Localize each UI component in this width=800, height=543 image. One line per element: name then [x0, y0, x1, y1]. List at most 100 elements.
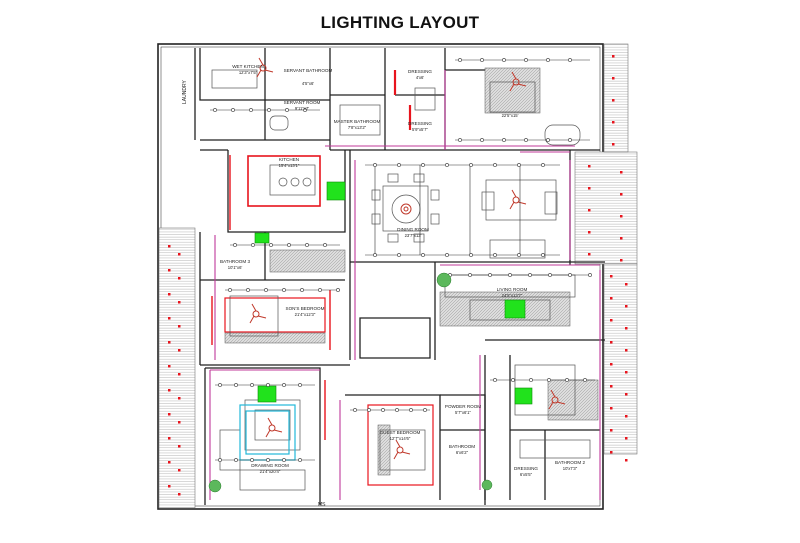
deck-light-icon: [625, 283, 628, 286]
spot-light-icon: [300, 288, 304, 292]
deck-light-icon: [625, 437, 628, 440]
spot-light-icon: [502, 138, 506, 142]
room-dim: 12'3"x7'5": [239, 70, 258, 75]
deck-light-icon: [610, 319, 613, 322]
deck-light-icon: [178, 277, 181, 280]
spot-light-icon: [445, 253, 449, 257]
room-dim: 6'x6'2": [456, 450, 469, 455]
fan-icon: [509, 71, 527, 92]
room-name: SON'S BEDROOM: [286, 306, 325, 311]
spot-light-icon: [282, 458, 286, 462]
spot-light-icon: [298, 383, 302, 387]
fan-icon: [548, 389, 566, 410]
room-dim: 10'1"x6': [228, 265, 243, 270]
room-dim: 7'8"x13'2": [348, 125, 367, 130]
spot-light-icon: [323, 243, 327, 247]
deck-light-icon: [620, 193, 623, 196]
deck-light-icon: [620, 171, 623, 174]
deck-light-icon: [588, 253, 591, 256]
spot-light-icon: [305, 243, 309, 247]
spot-light-icon: [267, 108, 271, 112]
deck-light-icon: [168, 413, 171, 416]
spot-light-icon: [397, 163, 401, 167]
deck-light-icon: [168, 317, 171, 320]
spot-light-icon: [511, 378, 515, 382]
cove-light: [239, 404, 296, 461]
spot-light-icon: [285, 108, 289, 112]
spot-light-icon: [381, 408, 385, 412]
room-name: BATHROOM 3: [220, 259, 250, 264]
deck-light-icon: [178, 349, 181, 352]
room-name: MASTER BATHROOM: [334, 119, 381, 124]
spot-light-icon: [546, 58, 550, 62]
spot-light-icon: [353, 408, 357, 412]
deck-light-icon: [612, 121, 615, 124]
deck-light-icon: [168, 245, 171, 248]
room-name: BATHROOM: [449, 444, 475, 449]
spot-light-icon: [493, 163, 497, 167]
spot-light-icon: [445, 163, 449, 167]
deck-light-icon: [620, 259, 623, 262]
fan-icon: [400, 203, 412, 215]
deck-light-icon: [178, 445, 181, 448]
room-dim: 5'9"x5'7": [412, 127, 428, 132]
spot-light-icon: [583, 378, 587, 382]
spot-light-icon: [568, 273, 572, 277]
deck-light-icon: [625, 415, 628, 418]
spot-light-icon: [250, 458, 254, 462]
room-name: KITCHEN: [279, 157, 299, 162]
spot-light-icon: [298, 458, 302, 462]
spot-light-icon: [249, 108, 253, 112]
spot-light-icon: [480, 58, 484, 62]
deck-light-icon: [612, 143, 615, 146]
room-name: BATHROOM 2: [555, 460, 585, 465]
track-lighting: [209, 70, 601, 500]
room-name: SERVANT BATHROOM: [284, 68, 333, 73]
deck-light-icon: [620, 237, 623, 240]
spot-light-icon: [480, 138, 484, 142]
room-dim: 4'x6': [416, 75, 425, 80]
spot-light-icon: [409, 408, 413, 412]
spot-light-icon: [517, 163, 521, 167]
spot-light-icon: [282, 288, 286, 292]
room-name: GUEST BEDROOM: [380, 430, 421, 435]
deck-light-icon: [610, 297, 613, 300]
spot-light-icon: [524, 58, 528, 62]
deck-light-icon: [625, 371, 628, 374]
spot-light-icon: [228, 288, 232, 292]
deck-light-icon: [178, 373, 181, 376]
deck-light-icon: [612, 55, 615, 58]
light-profiles: [211, 70, 434, 486]
deck-light-icon: [610, 451, 613, 454]
deck-light-icon: [610, 363, 613, 366]
spot-light-icon: [588, 273, 592, 277]
spot-light-icon: [246, 288, 250, 292]
room-labels: WET KITCHEN 12'3"x7'5" SERVANT BATHROOM …: [182, 64, 585, 508]
deck-light-icon: [168, 437, 171, 440]
spot-light-icon: [287, 243, 291, 247]
deck-light-icon: [610, 275, 613, 278]
deck-light-icon: [625, 305, 628, 308]
deck-light-icon: [178, 253, 181, 256]
fan-icon: [509, 189, 527, 210]
deck-light-icon: [168, 389, 171, 392]
plants: [208, 272, 493, 493]
room-dim: 5'7"x6'1": [455, 410, 471, 415]
deck-light-icon: [625, 349, 628, 352]
room-dim: 22'5"x15': [502, 113, 519, 118]
room-dim: 23'7"x13': [405, 233, 422, 238]
spot-light-icon: [565, 378, 569, 382]
spot-light-icon: [469, 253, 473, 257]
deck-light-icon: [168, 269, 171, 272]
deck-light-icon: [168, 341, 171, 344]
spot-light-icon: [568, 58, 572, 62]
spot-light-icon: [336, 288, 340, 292]
spot-light-icon: [493, 253, 497, 257]
deck-light-icon: [625, 393, 628, 396]
spot-light-icon: [367, 408, 371, 412]
entrance-label: MS: [318, 502, 326, 508]
room-dim: 24'5"x13'7": [502, 293, 523, 298]
page-title: LIGHTING LAYOUT: [320, 13, 480, 32]
spot-light-icon: [423, 408, 427, 412]
deck-areas: [158, 43, 638, 509]
